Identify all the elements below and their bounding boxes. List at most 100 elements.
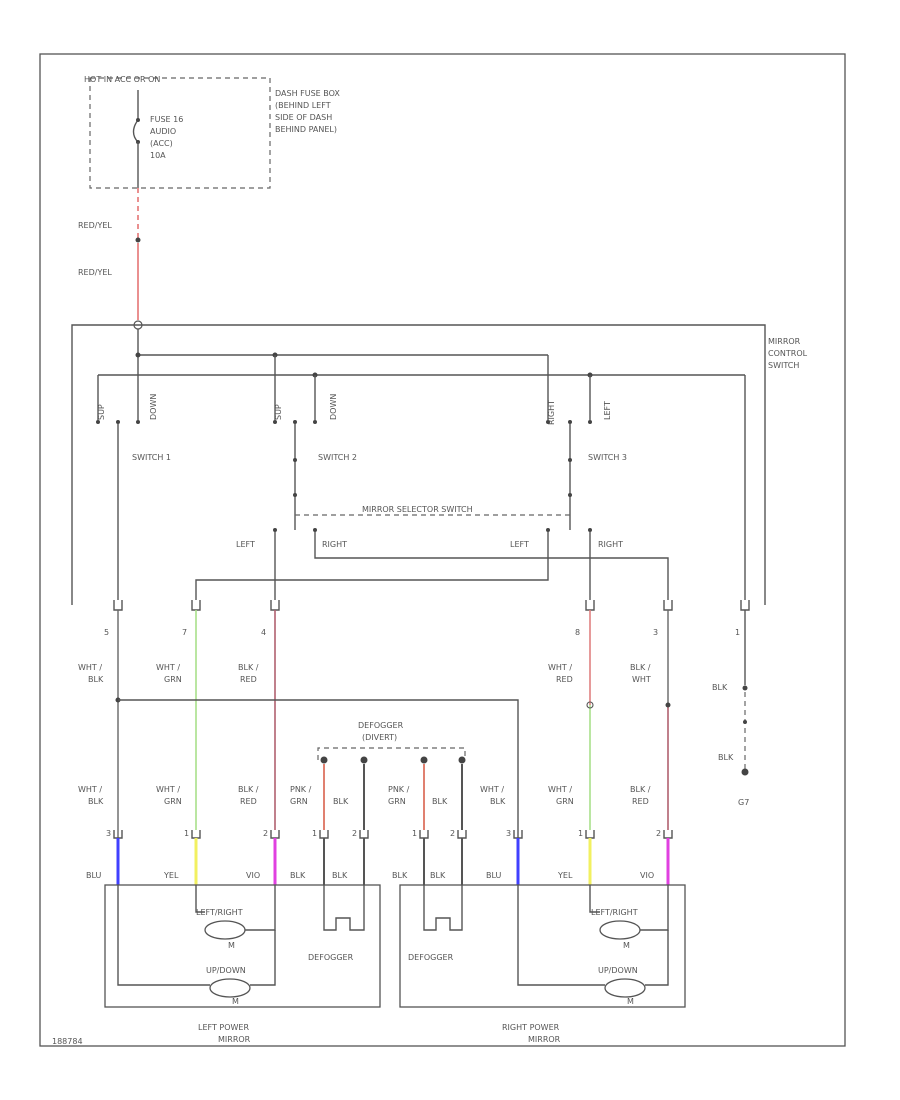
mirror-pin-7 — [457, 830, 467, 839]
fuse-terminal-top — [136, 118, 140, 122]
lw8-a: WHT / — [480, 785, 504, 794]
splice-1 — [586, 701, 594, 709]
defogger-switch-1: DEFOGGER — [358, 721, 404, 730]
sel-terminal-2 — [313, 528, 317, 532]
uw2-a: WHT / — [156, 663, 180, 672]
right-mirror-name-1: RIGHT POWER — [502, 1023, 560, 1032]
mc-3: VIO — [246, 871, 260, 880]
fuse-symbol — [132, 119, 139, 143]
right-mirror-lr-in — [589, 885, 600, 913]
s2-node-1 — [293, 458, 297, 462]
pin-label-4: 8 — [575, 628, 580, 637]
s2-terminal-c — [293, 420, 297, 424]
ground-wire-label: BLK — [718, 753, 734, 762]
diagram-frame — [39, 53, 846, 1047]
mpin-8: 3 — [506, 829, 511, 838]
mirror-pin-2 — [191, 830, 201, 839]
feed-wire-label-lower: RED/YEL — [78, 268, 112, 277]
mirror-pin-6 — [419, 830, 429, 839]
sel-terminal-1 — [273, 528, 277, 532]
right-defogger-label: DEFOGGER — [408, 953, 454, 962]
mpin-6: 1 — [412, 829, 417, 838]
mpin-4: 1 — [312, 829, 317, 838]
mc-6: BLK — [392, 871, 408, 880]
lw4-b: GRN — [290, 797, 308, 806]
right-ud-m: M — [627, 997, 634, 1006]
lw6-b: GRN — [388, 797, 406, 806]
uw3-b: RED — [240, 675, 257, 684]
left-mirror-name-2: MIRROR — [218, 1035, 251, 1044]
mpin-1: 3 — [106, 829, 111, 838]
uw4-b: RED — [556, 675, 573, 684]
uw5-b: WHT — [632, 675, 651, 684]
mc-9: YEL — [557, 871, 573, 880]
left-ud-motor-icon — [209, 978, 251, 998]
fuse-hot-label: HOT IN ACC OR ON — [84, 75, 160, 84]
lw1-b: BLK — [88, 797, 104, 806]
left-defogger-element — [323, 885, 365, 931]
mirror-switch-label-3: SWITCH — [768, 361, 799, 370]
left-lr-motor-icon — [204, 920, 246, 940]
pin-label-5: 3 — [653, 628, 658, 637]
right-lr-motor-icon — [599, 920, 641, 940]
splice-2 — [665, 702, 671, 708]
right-mirror-name-2: MIRROR — [528, 1035, 561, 1044]
uw1-a: WHT / — [78, 663, 102, 672]
mc-8: BLU — [486, 871, 502, 880]
lw2-a: WHT / — [156, 785, 180, 794]
left-mirror-lr-out — [245, 885, 276, 931]
mirror-switch-label-1: MIRROR — [768, 337, 801, 346]
connector-pin-5 — [663, 600, 673, 611]
lw6-a: PNK / — [388, 785, 410, 794]
mc-2: YEL — [163, 871, 179, 880]
connector-pin-2 — [191, 600, 201, 611]
s2-contact-right: DOWN — [329, 394, 338, 420]
right-mirror-ud-out — [645, 930, 669, 986]
left-ud-label: UP/DOWN — [206, 966, 246, 975]
mpin-5: 2 — [352, 829, 357, 838]
mirror-pin-3 — [270, 830, 280, 839]
switch-1-label: SWITCH 1 — [132, 453, 171, 462]
defog-term-1 — [320, 756, 328, 764]
defogger-switch-2: (DIVERT) — [362, 733, 397, 742]
mpin-3: 2 — [263, 829, 268, 838]
uw3-a: BLK / — [238, 663, 259, 672]
defog-term-2 — [360, 756, 368, 764]
uw6-a: BLK — [712, 683, 728, 692]
s1-terminal-c — [116, 420, 120, 424]
feed-wire-label-upper: RED/YEL — [78, 221, 112, 230]
sel-right-1: RIGHT — [322, 540, 347, 549]
fuse-line-2: AUDIO — [150, 127, 176, 136]
s3-node-1 — [568, 458, 572, 462]
lw7-a: BLK — [432, 797, 448, 806]
s2-terminal-a — [273, 420, 277, 424]
mirror-pin-4 — [319, 830, 329, 839]
lw8-b: BLK — [490, 797, 506, 806]
s1-terminal-a — [96, 420, 100, 424]
sel-terminal-3 — [546, 528, 550, 532]
s3-terminal-a — [546, 420, 550, 424]
lw5-a: BLK — [333, 797, 349, 806]
uw5-a: BLK / — [630, 663, 651, 672]
uw1-b: BLK — [88, 675, 104, 684]
right-mirror-ud-in — [517, 885, 605, 986]
footer-code: 188784 — [52, 1037, 83, 1046]
left-mirror-ud-in — [117, 885, 210, 986]
mpin-2: 1 — [184, 829, 189, 838]
fuse-location-1: DASH FUSE BOX — [275, 89, 340, 98]
mc-10: VIO — [640, 871, 654, 880]
connector-pin-1 — [113, 600, 123, 611]
mpin-9: 1 — [578, 829, 583, 838]
s2-contact-left: SUP — [274, 404, 283, 420]
left-mirror-lr-in — [195, 885, 205, 913]
lw10-b: RED — [632, 797, 649, 806]
sel-left-2: LEFT — [510, 540, 529, 549]
s3-terminal-c — [568, 420, 572, 424]
s3-contact-right: LEFT — [603, 401, 612, 420]
feed-connector — [135, 237, 141, 243]
bus-node-1 — [135, 352, 141, 358]
fuse-location-4: BEHIND PANEL) — [275, 125, 337, 134]
mc-4: BLK — [290, 871, 306, 880]
connector-row — [113, 600, 750, 611]
